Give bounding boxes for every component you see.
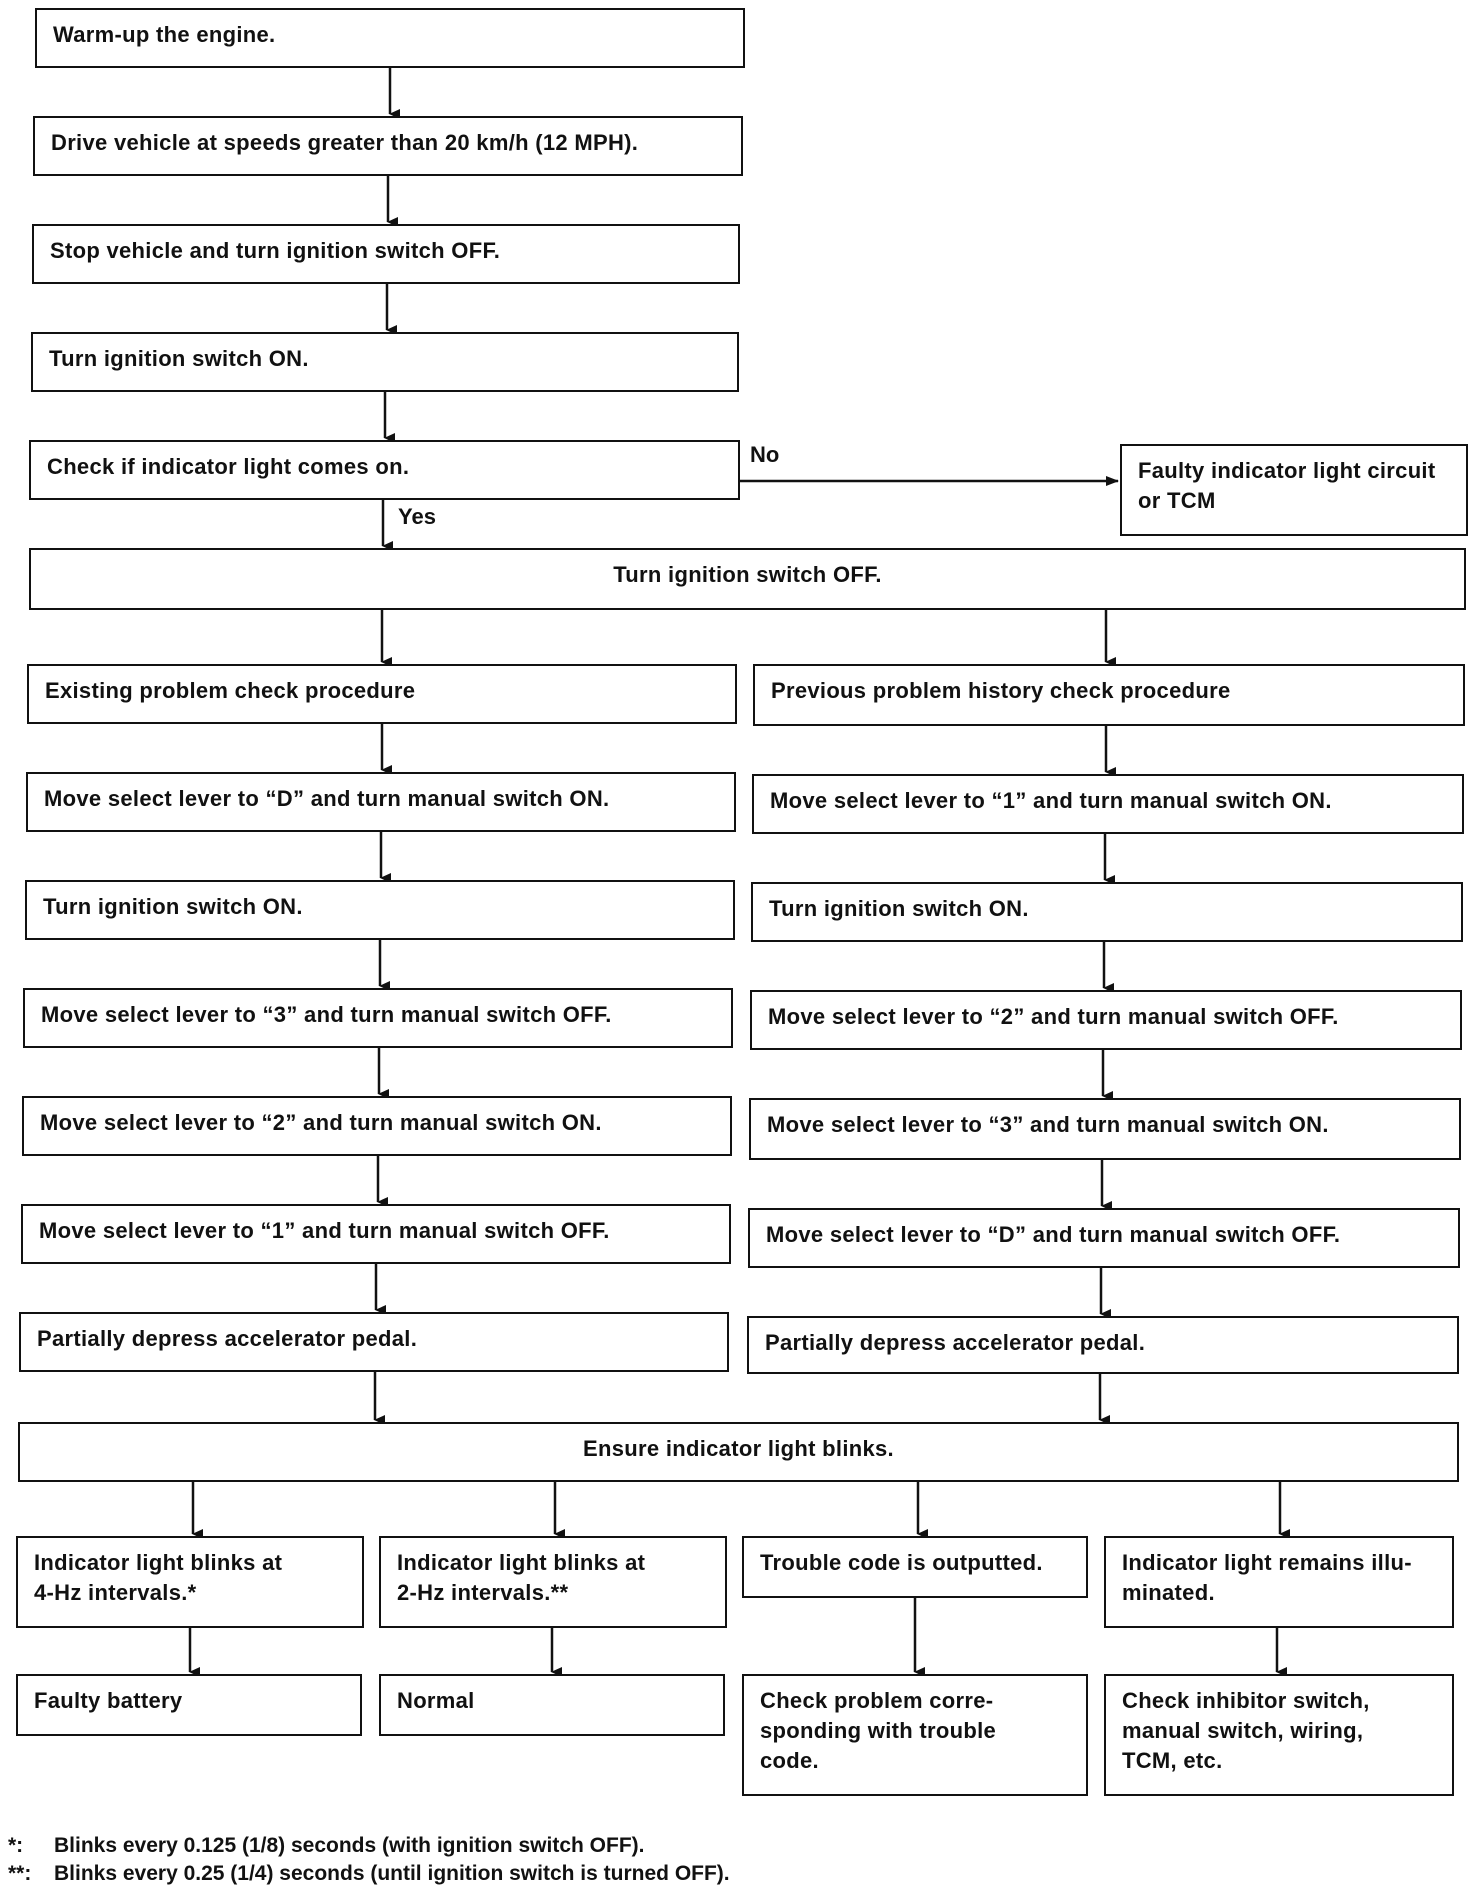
- step-drive: Drive vehicle at speeds greater than 20 …: [33, 116, 743, 176]
- result-check-problem: Check problem corre- sponding with troub…: [742, 1674, 1088, 1796]
- footnote-single-star: *:Blinks every 0.125 (1/8) seconds (with…: [8, 1834, 645, 1857]
- outcome-trouble-code: Trouble code is outputted.: [742, 1536, 1088, 1598]
- left-step-7: Partially depress accelerator pedal.: [19, 1312, 729, 1372]
- left-step-3: Turn ignition switch ON.: [25, 880, 735, 940]
- right-step-2: Move select lever to “1” and turn manual…: [752, 774, 1464, 834]
- left-step-4: Move select lever to “3” and turn manual…: [23, 988, 733, 1048]
- step-stop: Stop vehicle and turn ignition switch OF…: [32, 224, 740, 284]
- footnote-double-star: **:Blinks every 0.25 (1/4) seconds (unti…: [8, 1862, 730, 1885]
- result-check-inhibitor: Check inhibitor switch, manual switch, w…: [1104, 1674, 1454, 1796]
- right-step-6: Move select lever to “D” and turn manual…: [748, 1208, 1460, 1268]
- right-step-5: Move select lever to “3” and turn manual…: [749, 1098, 1461, 1160]
- right-step-7: Partially depress accelerator pedal.: [747, 1316, 1459, 1374]
- left-step-2: Move select lever to “D” and turn manual…: [26, 772, 736, 832]
- label-yes: Yes: [398, 504, 436, 529]
- left-step-1: Existing problem check procedure: [27, 664, 737, 724]
- step-ignition-off: Turn ignition switch OFF.: [29, 548, 1466, 610]
- outcome-illuminated: Indicator light remains illu- minated.: [1104, 1536, 1454, 1628]
- result-faulty-battery: Faulty battery: [16, 1674, 362, 1736]
- outcome-4hz: Indicator light blinks at 4-Hz intervals…: [16, 1536, 364, 1628]
- step-check-indicator: Check if indicator light comes on.: [29, 440, 740, 500]
- label-no: No: [750, 442, 780, 467]
- step-ensure-blinks: Ensure indicator light blinks.: [18, 1422, 1459, 1482]
- right-step-1: Previous problem history check procedure: [753, 664, 1465, 726]
- outcome-2hz: Indicator light blinks at 2-Hz intervals…: [379, 1536, 727, 1628]
- result-faulty-circuit: Faulty indicator light circuit or TCM: [1120, 444, 1468, 536]
- right-step-4: Move select lever to “2” and turn manual…: [750, 990, 1462, 1050]
- left-step-5: Move select lever to “2” and turn manual…: [22, 1096, 732, 1156]
- result-normal: Normal: [379, 1674, 725, 1736]
- right-step-3: Turn ignition switch ON.: [751, 882, 1463, 942]
- step-warmup: Warm-up the engine.: [35, 8, 745, 68]
- left-step-6: Move select lever to “1” and turn manual…: [21, 1204, 731, 1264]
- step-ignition-on: Turn ignition switch ON.: [31, 332, 739, 392]
